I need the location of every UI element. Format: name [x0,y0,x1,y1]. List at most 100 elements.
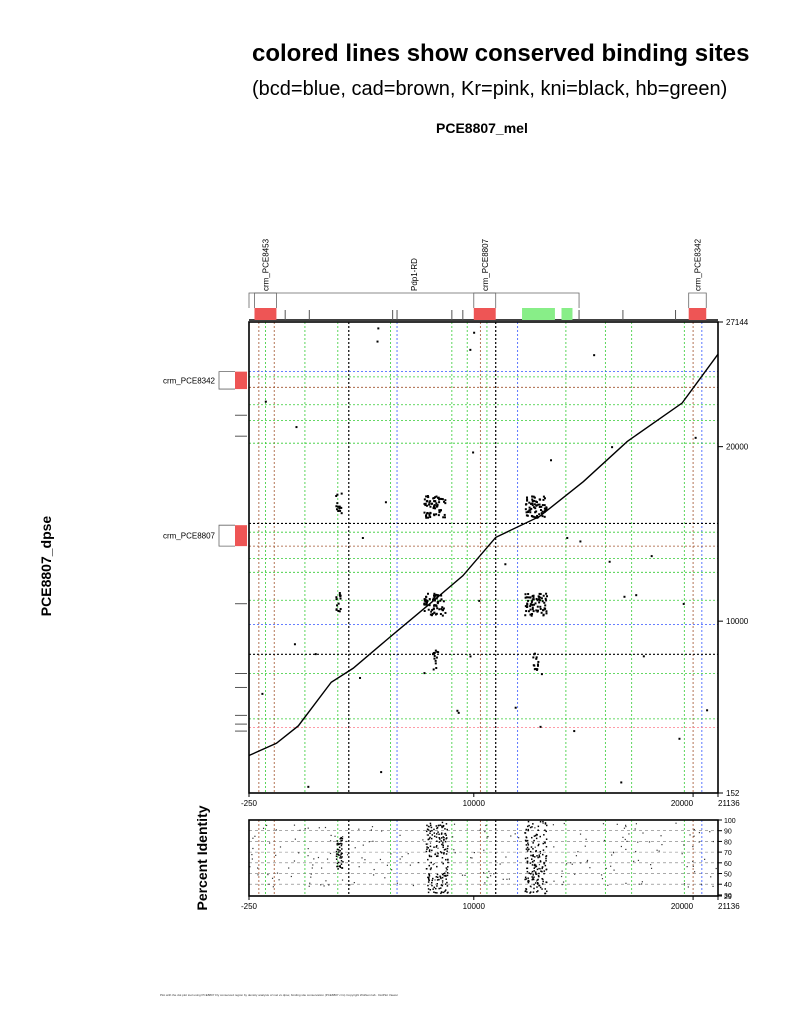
pi-dot [532,855,534,858]
dot-mark [550,459,553,462]
pi-dot [536,883,539,885]
pi-dot [386,864,389,866]
pi-dot [341,852,343,855]
pi-dot [539,850,542,853]
pi-dot [443,833,446,835]
pi-dot [628,833,630,835]
dot-mark [423,672,426,675]
pi-dot [337,849,340,851]
dot-mark [428,503,431,506]
dot-mark [435,597,438,600]
pi-dot [535,850,537,853]
pi-dot [441,856,444,859]
dot-mark [264,400,267,403]
pi-dot [307,848,309,850]
x-tick-label: 20000 [671,799,694,808]
dot-mark [524,508,527,511]
y-annotation-label: crm_PCE8807 [163,532,216,541]
pi-dot [624,838,626,841]
pi-dot [533,876,535,878]
pi-dot [533,883,535,886]
pi-dot [293,824,296,826]
pi-dot [585,838,587,840]
dot-mark [444,611,447,614]
dot-mark [337,602,340,605]
dot-mark [338,592,341,595]
dot-mark [531,495,534,498]
dot-mark [529,608,532,611]
pi-dot [675,822,677,824]
dot-mark [524,614,527,617]
pi-dot [310,876,312,878]
dot-mark [433,651,436,654]
pi-dense-region [335,836,344,870]
dot-mark [542,495,545,498]
pi-dot [641,881,643,883]
pi-dot [442,846,444,849]
pi-dot [700,883,702,885]
pi-dot [539,835,541,838]
dot-mark [432,598,435,601]
pi-dot [429,826,431,828]
dot-mark [432,507,435,510]
pi-dot [524,857,527,860]
dot-mark [424,504,427,507]
dot-mark [545,506,548,509]
pi-dot [427,877,430,880]
pi-dot [530,872,533,874]
dot-mark [441,498,444,501]
pi-dot [437,852,439,855]
dot-mark [538,592,541,595]
pi-dot [412,884,415,887]
pi-dot [349,884,351,886]
dot-mark [545,610,548,613]
pi-dot [532,877,534,880]
pi-dot [538,856,541,858]
pi-dot [288,867,290,869]
dot-mark [433,596,436,599]
dot-mark [542,613,545,616]
dot-mark [540,673,543,676]
pi-dot [526,891,528,893]
pi-dot [538,843,540,846]
pi-dot [409,864,411,866]
pi-dot [438,833,440,836]
pi-dot [318,827,320,829]
pi-dot [384,877,386,879]
pi-dot [529,885,532,888]
pi-dot [543,834,545,836]
dot-mark [426,512,429,515]
pi-dot [535,837,538,840]
pi-dot [317,856,320,859]
dot-mark [340,506,343,509]
pi-dot [607,884,609,886]
dot-mark [526,602,529,605]
pi-dot [534,834,537,837]
pi-dot [275,854,277,856]
dot-mark [335,508,338,511]
pi-dot [433,846,435,848]
pi-dot [561,870,563,872]
dot-mark [434,594,437,597]
pi-dot [271,877,274,879]
pi-y-tick-label: 70 [724,850,732,857]
dot-mark [531,599,534,602]
dot-mark [531,498,534,501]
pi-dot [441,832,443,834]
pi-dot [444,828,446,830]
dot-mark [529,605,532,608]
dot-mark [432,597,435,600]
pi-dot [650,867,653,869]
pi-dot [648,841,651,843]
pi-dot [433,832,436,834]
x-tick-label: -250 [241,799,258,808]
pi-dot [524,876,527,879]
pi-dot [308,885,310,887]
pi-dot [298,852,300,854]
pi-dot [438,841,441,843]
dot-mark [433,604,436,607]
pi-dot [538,854,541,856]
pi-dot [437,851,439,854]
pi-dot [444,883,447,885]
dot-mark [530,601,533,604]
